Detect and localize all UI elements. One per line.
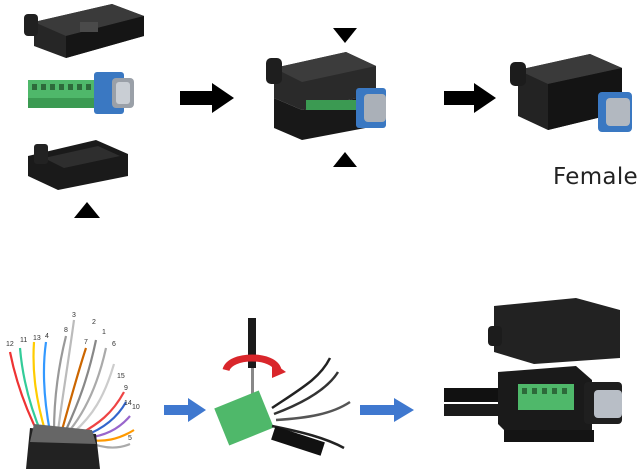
- black-right-arrow-icon: [180, 83, 234, 113]
- wire-pin-number: 11: [20, 337, 27, 344]
- wire-pin-number: 12: [6, 341, 14, 348]
- wire-pin-number: 1: [102, 329, 106, 336]
- bottom-shell-part: [28, 140, 128, 190]
- wire-pin-number: 10: [132, 404, 140, 411]
- triangle-icon: [74, 202, 100, 218]
- wire-pin-number: 9: [124, 385, 128, 392]
- wire-pin-number: 6: [112, 341, 116, 348]
- assembled-female-connector: [510, 54, 632, 132]
- wire-pin-number: 7: [84, 339, 88, 346]
- wire-pin-number: 15: [117, 373, 125, 380]
- wire-pin-number: 13: [33, 335, 41, 342]
- top-shell-part: [24, 4, 144, 58]
- wire-pin-number: 5: [128, 435, 132, 442]
- black-right-arrow-icon: [444, 83, 496, 113]
- female-caption: Female: [553, 164, 638, 190]
- wire-pin-number: 3: [72, 312, 76, 319]
- wire-pin-number: 4: [45, 333, 49, 340]
- final-assembly-with-cable: [444, 298, 622, 442]
- stripped-cable-with-numbered-wires: 12 11 13 4 8 3 7 2 1 6 15 9 14 10 5: [6, 312, 140, 469]
- blue-right-arrow-icon: [360, 398, 414, 422]
- blue-right-arrow-icon: [164, 398, 206, 422]
- partially-assembled-connector: [266, 52, 386, 140]
- triangle-icon: [333, 28, 357, 43]
- triangle-icon: [333, 152, 357, 167]
- wire-pin-number: 2: [92, 319, 96, 326]
- terminal-block-with-db15-connector: [28, 72, 134, 114]
- wire-pin-number: 8: [64, 327, 68, 334]
- screwdriver-fastening-wires: [214, 318, 351, 456]
- wire-pin-number: 14: [124, 400, 132, 407]
